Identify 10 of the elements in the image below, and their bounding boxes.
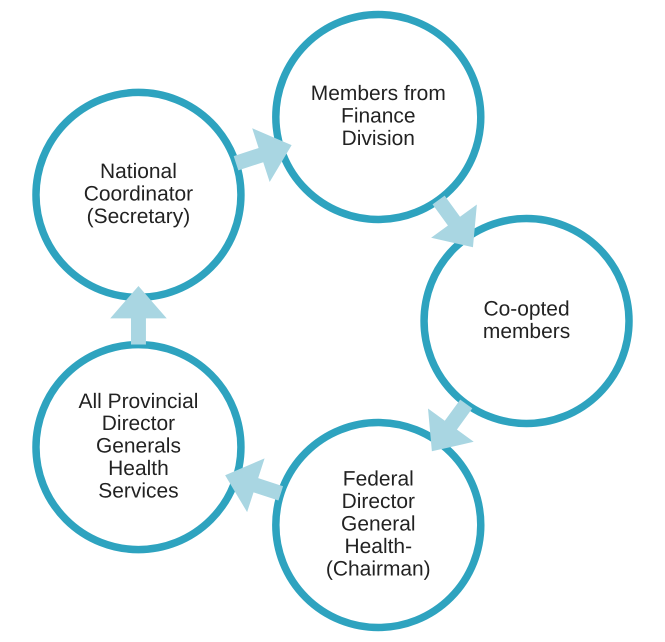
- arrow: [428, 400, 474, 452]
- arrow: [110, 286, 167, 345]
- arrow: [431, 196, 477, 248]
- arrow: [225, 458, 284, 512]
- node-circle: National Coordinator (Secretary): [32, 88, 245, 302]
- node-circle: Co-opted members: [420, 214, 633, 428]
- node-circle: All Provincial Director Generals Health Services: [32, 340, 245, 554]
- node-circle: Federal Director General Health- (Chairman): [272, 418, 485, 632]
- arrow: [234, 128, 292, 182]
- node-circle: Members from Finance Division: [272, 10, 485, 224]
